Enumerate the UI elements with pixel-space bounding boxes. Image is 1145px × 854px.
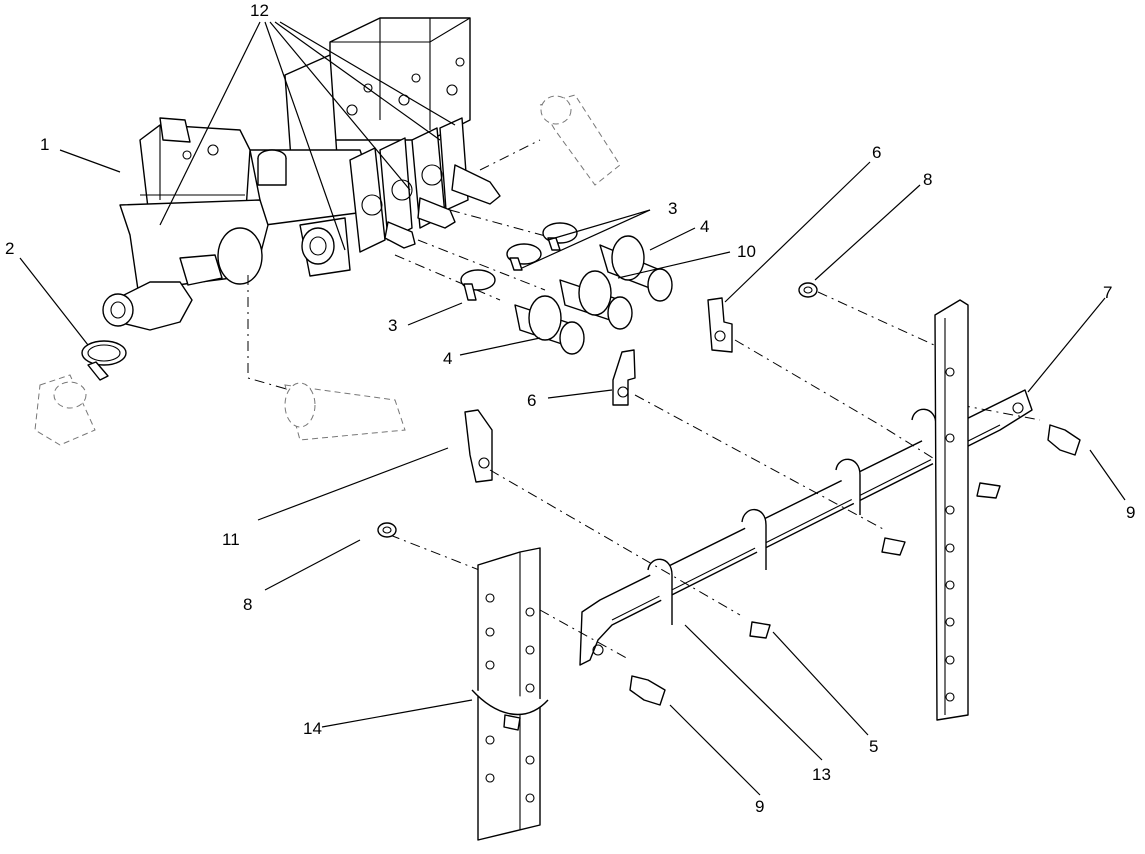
fasteners: [377, 282, 1081, 706]
hose-clamps: [460, 222, 578, 301]
callout-2: 2: [5, 239, 14, 258]
callout-14: 14: [303, 719, 322, 738]
callout-4-lower: 4: [443, 349, 452, 368]
callout-7: 7: [1103, 283, 1112, 302]
callout-13: 13: [812, 765, 831, 784]
callout-3-lower: 3: [388, 316, 397, 335]
callout-5: 5: [869, 737, 878, 756]
callout-8-upper: 8: [923, 170, 932, 189]
hose-tubes: [514, 235, 673, 355]
callout-leaders: [19, 21, 1126, 796]
callout-6-upper: 6: [872, 143, 881, 162]
callout-4-upper: 4: [700, 217, 709, 236]
callout-9-lower: 9: [755, 797, 764, 816]
callout-6-lower: 6: [527, 391, 536, 410]
mount-plate-left: [471, 547, 549, 841]
callout-8-lower: 8: [243, 595, 252, 614]
callout-labels: 12 1 2 3 3 4 4 10 6 6 8 8 7 9 9 11 5 13 …: [5, 1, 1135, 816]
valve-manifold-assembly: [34, 17, 621, 446]
callout-9-right: 9: [1126, 503, 1135, 522]
callout-3-upper: 3: [668, 199, 677, 218]
callout-12: 12: [250, 1, 269, 20]
callout-11: 11: [222, 530, 240, 549]
callout-1: 1: [40, 135, 49, 154]
callout-10: 10: [737, 242, 756, 261]
small-brackets: [464, 297, 733, 483]
mount-plate-right: [934, 299, 969, 721]
